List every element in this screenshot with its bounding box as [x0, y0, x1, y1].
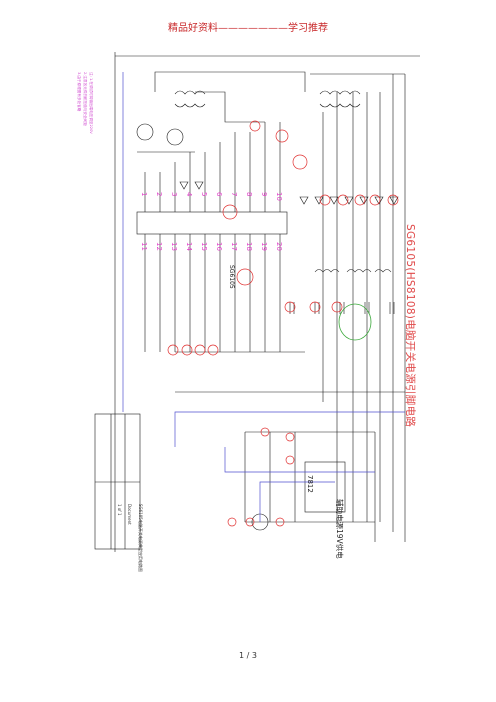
pin-number: 14 [185, 242, 193, 251]
page-header: 精品好资料———————学习推荐 [168, 23, 328, 34]
note-line: 注: 1.在调试时将输出端电压调至220V [89, 72, 93, 134]
pin-number: 16 [215, 242, 223, 251]
title-block-document: Document [127, 504, 132, 525]
schematic-title: SG6105(HS8108)电脑开关电源引脚电路 [404, 224, 416, 428]
regulator-label: 7812 [306, 475, 314, 493]
note-line: 3.由于原理图有多处省略 [77, 72, 81, 112]
pin-number: 10 [275, 192, 283, 201]
pin-number: 8 [245, 192, 253, 197]
aux-supply-label: 辅助电源19V供电 [335, 499, 344, 559]
pin-number: 1 [140, 192, 148, 197]
note-line: 2.注意各元件的耐压值与安全间距 [83, 72, 87, 126]
pin-number: 19 [260, 242, 268, 251]
title-block-title: SG6105电脑开关电源典型应用电路图 [138, 504, 143, 572]
ic-label: SG6105 [228, 265, 235, 289]
schematic-drawing [94, 52, 420, 552]
pin-number: 20 [275, 242, 283, 251]
pin-number: 15 [200, 242, 208, 251]
page-number: 1 / 3 [239, 651, 257, 660]
pin-number: 12 [155, 242, 163, 251]
pin-number: 5 [200, 192, 208, 197]
schematic-sheet: SG6105(HS8108)电脑开关电源引脚电路 辅助电源19V供电 SG610… [75, 52, 420, 572]
pin-number: 13 [170, 242, 178, 251]
pin-number: 3 [170, 192, 178, 197]
pin-number: 7 [230, 192, 238, 197]
pin-number: 17 [230, 242, 238, 251]
title-block-sheet: 1 of 1 [117, 504, 122, 516]
pin-number: 4 [185, 192, 193, 197]
pin-number: 6 [215, 192, 223, 197]
pin-number: 18 [245, 242, 253, 251]
pin-number: 11 [140, 242, 148, 251]
pin-number: 9 [260, 192, 268, 197]
pin-number: 2 [155, 192, 163, 197]
